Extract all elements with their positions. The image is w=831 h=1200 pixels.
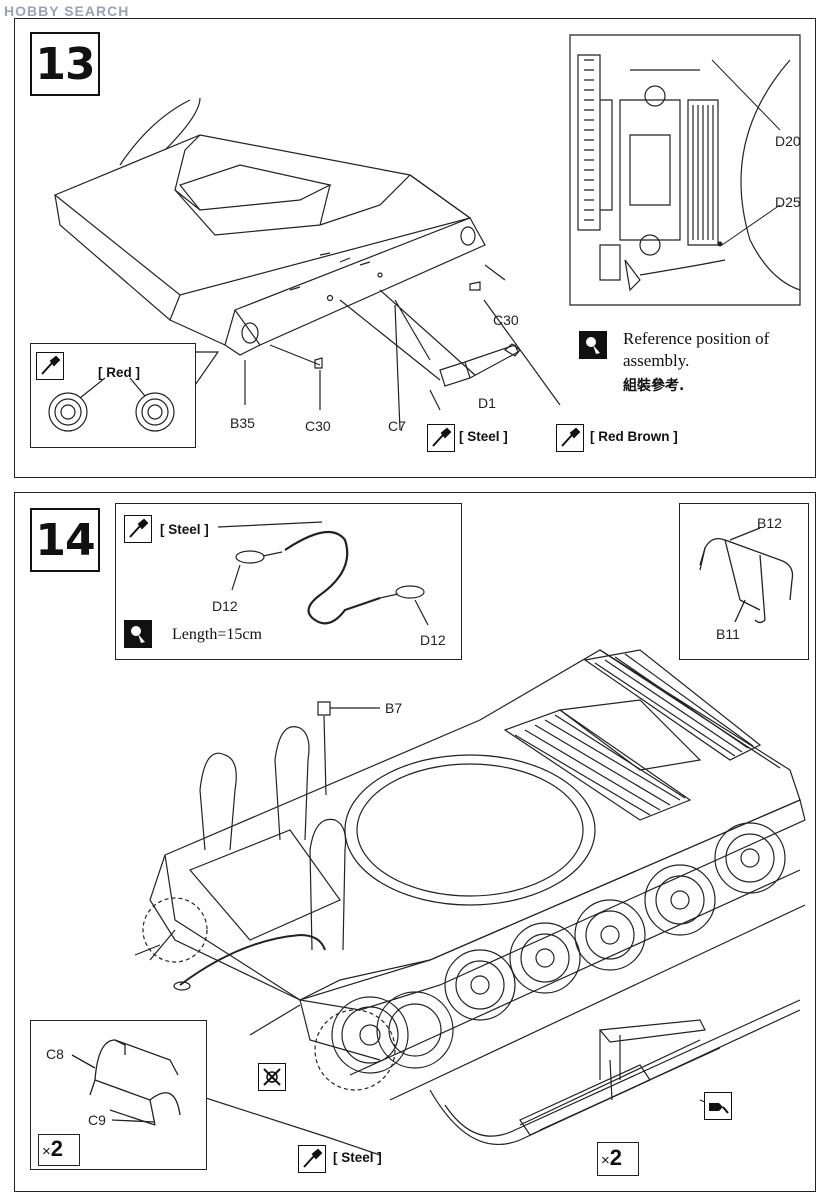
cable-paint-steel-label: [ Steel ]: [160, 522, 209, 537]
reference-text-line2: assembly.: [623, 351, 690, 370]
bottom-paint-steel-label: [ Steel ]: [333, 1150, 382, 1165]
callout-c30-left: C30: [305, 418, 331, 434]
paint-brush-icon: [298, 1145, 326, 1173]
paint-red-label: [ Red ]: [98, 365, 140, 380]
callout-c8: C8: [46, 1046, 64, 1062]
paint-steel-label: [ Steel ]: [459, 429, 508, 444]
callout-d12-left: D12: [212, 598, 238, 614]
callout-b7: B7: [385, 700, 403, 716]
callout-d1: D1: [478, 395, 496, 411]
paint-brush-icon: [124, 515, 152, 543]
c-parts-multiplier-box: [38, 1134, 80, 1166]
callout-b35: B35: [230, 415, 255, 431]
no-cement-icon: [258, 1063, 286, 1091]
step-13-number: 13: [30, 32, 100, 96]
handle-drawing: [699, 527, 794, 624]
c-parts-multiplier: ×2: [42, 1136, 64, 1161]
cement-tube-icon: [704, 1092, 732, 1120]
callout-b11: B11: [716, 626, 740, 642]
track-multiplier: ×2: [601, 1145, 623, 1170]
handle-inset: [679, 503, 809, 660]
callout-d20: D20: [775, 133, 801, 149]
step-14-number: 14: [30, 508, 100, 572]
callout-c7: C7: [388, 418, 406, 434]
tow-cable-inset: [115, 503, 462, 660]
c-parts-inset: [30, 1020, 207, 1170]
callout-b12: B12: [757, 515, 782, 531]
tow-cable-drawing: [217, 521, 429, 626]
paint-brush-icon: [36, 352, 64, 380]
c-parts-drawing: [71, 1039, 181, 1126]
track-multiplier-box: [597, 1142, 639, 1176]
paint-red-brown-label: [ Red Brown ]: [590, 429, 678, 444]
watermark: HOBBY SEARCH: [4, 3, 130, 19]
callout-c9: C9: [88, 1112, 106, 1128]
paint-brush-icon: [427, 424, 455, 452]
reference-position-drawing: [569, 34, 801, 306]
callout-d12-right: D12: [420, 632, 446, 648]
red-parts-drawing: [48, 377, 175, 432]
reference-icon: [124, 620, 152, 648]
callout-d25: D25: [775, 194, 801, 210]
reference-text-line1: Reference position of: [623, 329, 770, 348]
hull-rear-drawing: [53, 97, 561, 431]
reference-text-cn: 組裝參考.: [623, 378, 685, 394]
paint-brush-icon: [556, 424, 584, 452]
reference-icon: [579, 331, 607, 359]
callout-c30-right: C30: [493, 312, 519, 328]
cable-length-note: Length=15cm: [172, 626, 262, 643]
